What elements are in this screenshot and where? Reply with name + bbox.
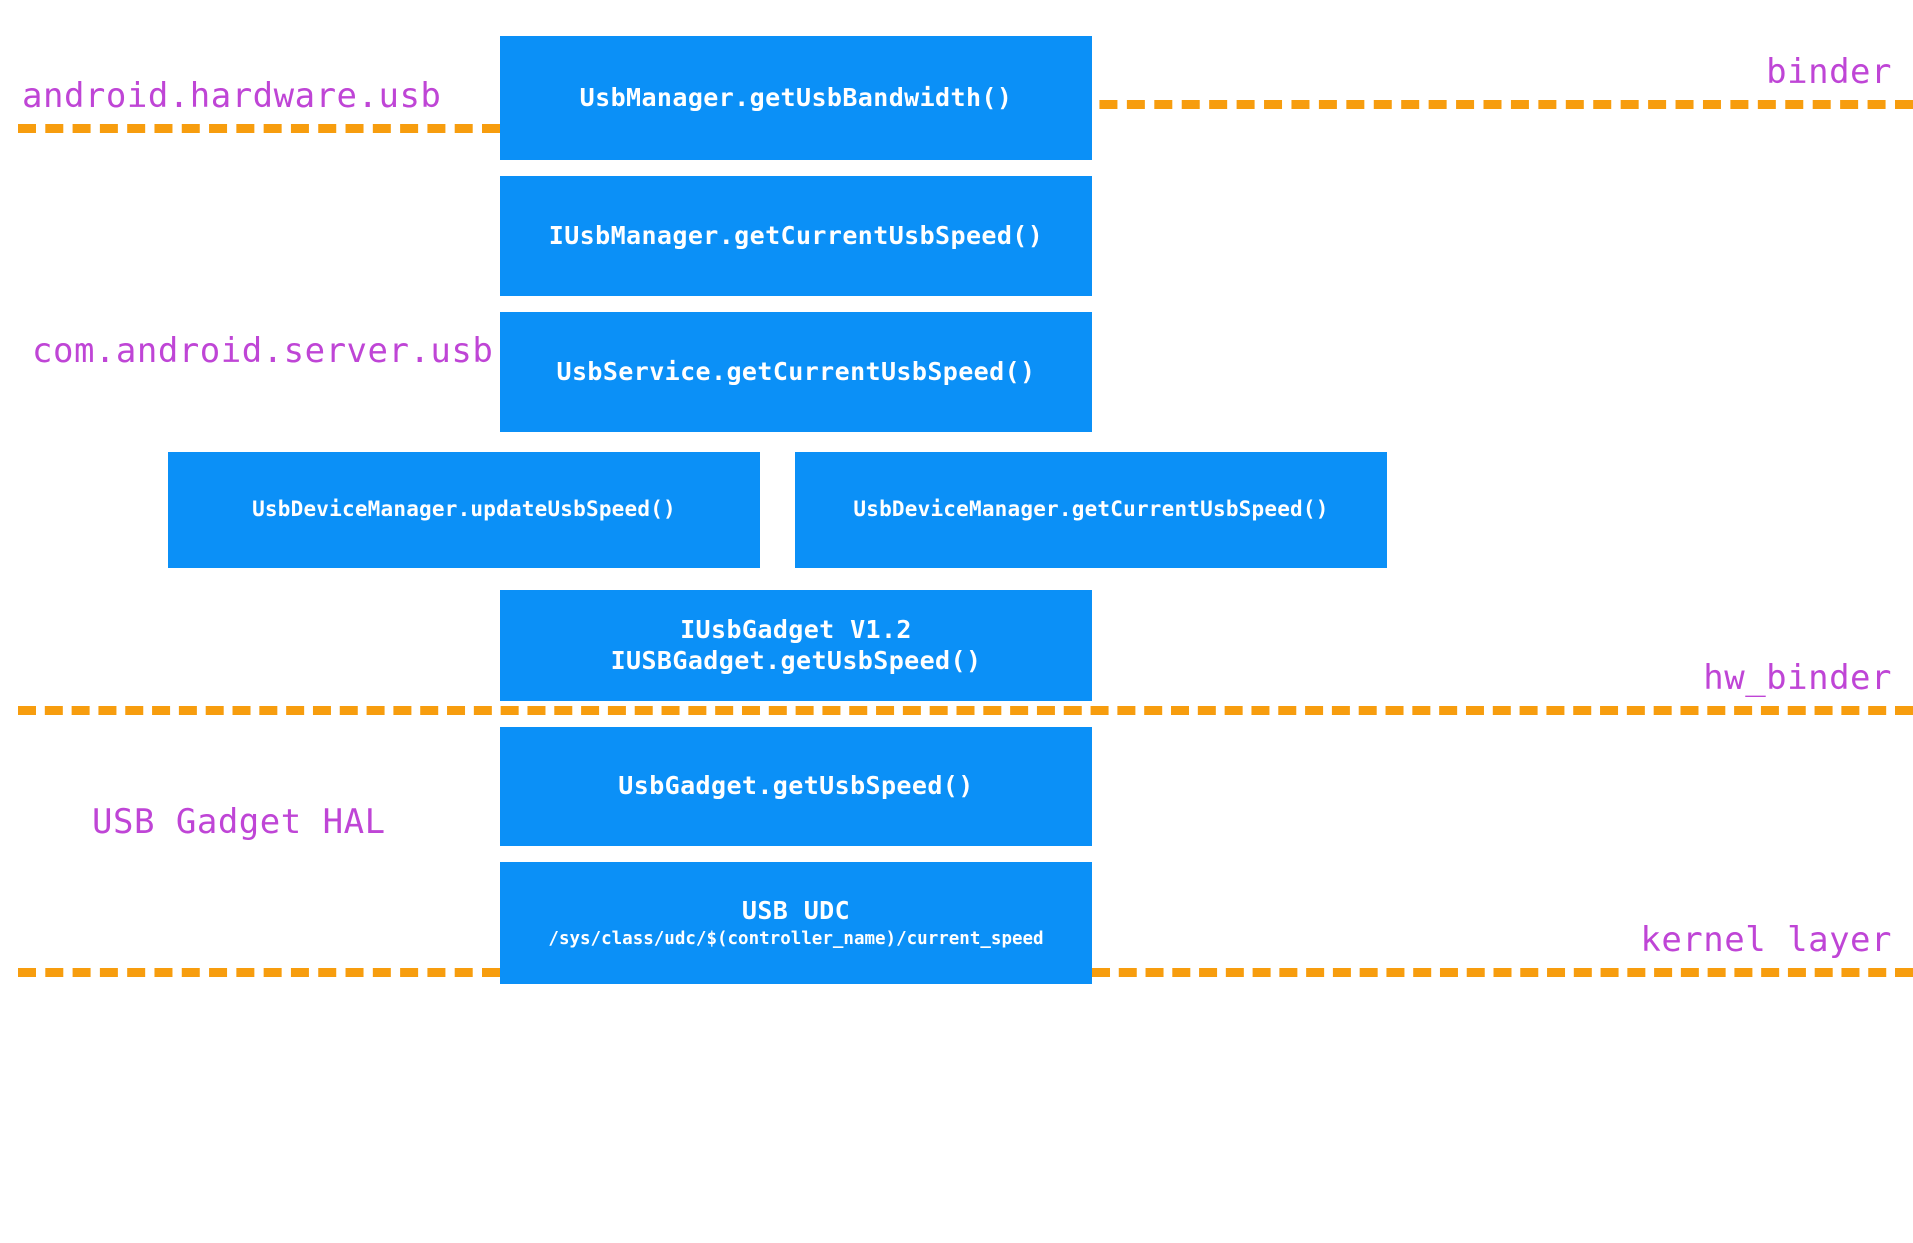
box-label: UsbGadget.getUsbSpeed() [618,771,974,801]
box-usb-udc[interactable]: USB UDC /sys/class/udc/$(controller_name… [500,862,1092,984]
box-usbgadget-getusbspeed[interactable]: UsbGadget.getUsbSpeed() [500,727,1092,846]
box-label: UsbDeviceManager.updateUsbSpeed() [252,497,676,522]
layer-label-com-android-server-usb: com.android.server.usb [32,331,494,371]
layer-label-hw-binder: hw_binder [1703,658,1892,698]
divider-kernel-left [18,968,500,977]
box-iusbgadget[interactable]: IUsbGadget V1.2 IUSBGadget.getUsbSpeed() [500,590,1092,701]
layer-label-android-hardware-usb: android.hardware.usb [22,76,442,116]
box-label-line1: IUsbGadget V1.2 [680,615,912,644]
box-label: UsbManager.getUsbBandwidth() [579,82,1013,112]
layer-label-binder: binder [1766,52,1892,92]
box-label: IUsbManager.getCurrentUsbSpeed() [548,220,1044,250]
box-usbservice-getcurrentusbspeed[interactable]: UsbService.getCurrentUsbSpeed() [500,312,1092,432]
layer-label-kernel-layer: kernel layer [1640,920,1892,960]
box-iusbmanager-getcurrentusbspeed[interactable]: IUsbManager.getCurrentUsbSpeed() [500,176,1092,296]
box-label: UsbService.getCurrentUsbSpeed() [556,356,1036,386]
box-usbdevicemanager-updateusbspeed[interactable]: UsbDeviceManager.updateUsbSpeed() [168,452,760,568]
layer-label-usb-gadget-hal: USB Gadget HAL [92,802,386,842]
box-usbmanager-getusbbandwidth[interactable]: UsbManager.getUsbBandwidth() [500,36,1092,160]
divider-binder-left [18,124,500,133]
box-sysfs-path: /sys/class/udc/$(controller_name)/curren… [548,928,1044,949]
box-usbdevicemanager-getcurrentusbspeed[interactable]: UsbDeviceManager.getCurrentUsbSpeed() [795,452,1387,568]
divider-kernel-right [1092,968,1913,977]
box-label: UsbDeviceManager.getCurrentUsbSpeed() [853,497,1329,522]
divider-binder-right [1072,100,1913,109]
box-label-line2: IUSBGadget.getUsbSpeed() [610,645,982,675]
box-label: USB UDC [741,896,851,926]
divider-hw-binder [18,706,1913,715]
